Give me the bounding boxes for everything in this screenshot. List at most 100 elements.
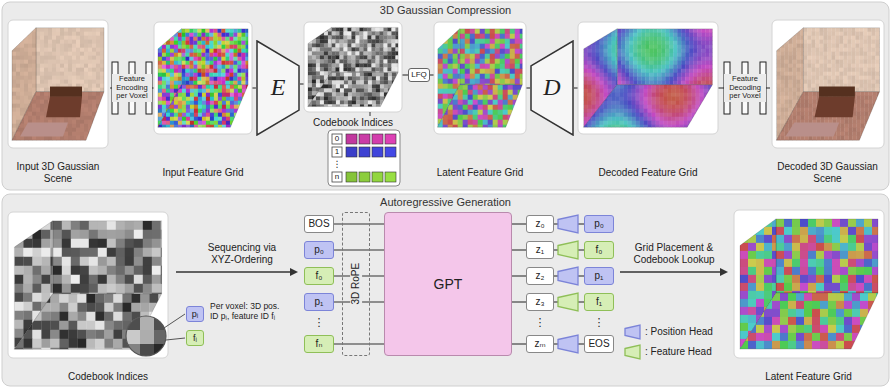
voxel-cell bbox=[221, 65, 225, 69]
voxel-cell bbox=[162, 85, 166, 89]
voxel-cell bbox=[32, 36, 36, 40]
voxel-cell bbox=[20, 60, 24, 64]
voxel-cell bbox=[363, 43, 367, 47]
voxel-cell bbox=[40, 56, 44, 60]
voxel-cell bbox=[76, 136, 80, 140]
voxel-cell bbox=[343, 71, 347, 75]
voxel-cell bbox=[217, 77, 221, 81]
voxel-cell bbox=[76, 72, 80, 76]
voxel-cell bbox=[64, 68, 68, 72]
voxel-cell bbox=[92, 64, 96, 68]
voxel-cell bbox=[344, 84, 348, 88]
voxel-cell bbox=[16, 84, 20, 88]
voxel-cell bbox=[197, 53, 201, 57]
voxel-cell bbox=[48, 32, 52, 36]
voxel-cell bbox=[197, 57, 201, 61]
voxel-cell bbox=[170, 77, 174, 81]
voxel-cell bbox=[189, 33, 193, 37]
voxel-cell bbox=[328, 84, 332, 88]
voxel-cell bbox=[246, 97, 250, 101]
voxel-cell bbox=[198, 109, 202, 113]
voxel-cell bbox=[331, 63, 335, 67]
voxel-cell bbox=[312, 80, 316, 84]
voxel-cell bbox=[391, 31, 395, 35]
voxel-cell bbox=[28, 64, 32, 68]
voxel-cell bbox=[308, 59, 312, 63]
voxel-cell bbox=[44, 100, 48, 104]
voxel-cell bbox=[308, 67, 312, 71]
voxel-cell bbox=[363, 35, 367, 39]
voxel-cell bbox=[52, 48, 56, 52]
voxel-cell bbox=[396, 88, 400, 92]
voxel-cell bbox=[40, 84, 44, 88]
voxel-cell bbox=[92, 132, 96, 136]
voxel-cell bbox=[20, 44, 24, 48]
voxel-cell bbox=[387, 59, 391, 63]
voxel-cell bbox=[368, 88, 372, 92]
voxel-cell bbox=[217, 37, 221, 41]
voxel-cell bbox=[16, 120, 20, 124]
voxel-cell bbox=[230, 101, 234, 105]
voxel-cell bbox=[225, 33, 229, 37]
voxel-cell bbox=[80, 44, 84, 48]
voxel-cell bbox=[20, 52, 24, 56]
connector bbox=[512, 301, 526, 302]
voxel-cell bbox=[335, 27, 339, 31]
voxel-cell bbox=[351, 27, 355, 31]
voxel-cell bbox=[336, 88, 340, 92]
voxel-cell bbox=[80, 28, 84, 32]
voxel-cell bbox=[332, 88, 336, 92]
voxel-cell bbox=[24, 40, 28, 44]
voxel-cell bbox=[206, 105, 210, 109]
voxel-cell bbox=[174, 105, 178, 109]
voxel-cell bbox=[28, 80, 32, 84]
voxel-cell bbox=[166, 93, 170, 97]
voxel-cell bbox=[68, 128, 72, 132]
room-edge bbox=[158, 29, 182, 128]
voxel-cell bbox=[500, 29, 505, 34]
voxel-cell bbox=[92, 52, 96, 56]
voxel-cell bbox=[16, 96, 20, 100]
voxel-cell bbox=[210, 125, 214, 129]
voxel-cell bbox=[84, 124, 88, 128]
voxel-cell bbox=[178, 101, 182, 105]
voxel-cell bbox=[364, 80, 368, 84]
voxel-cell bbox=[20, 104, 24, 108]
voxel-cell bbox=[375, 27, 379, 31]
voxel-cell bbox=[36, 108, 40, 112]
voxel-cell bbox=[230, 93, 234, 97]
voxel-cell bbox=[36, 32, 40, 36]
voxel-cell bbox=[32, 84, 36, 88]
voxel-cell bbox=[316, 71, 320, 75]
voxel-cell bbox=[324, 43, 328, 47]
voxel-cell bbox=[316, 83, 320, 87]
voxel-cell bbox=[226, 101, 230, 105]
voxel-cell bbox=[245, 77, 249, 81]
voxel-cell bbox=[360, 96, 364, 100]
voxel-cell bbox=[20, 92, 24, 96]
voxel-cell bbox=[217, 57, 221, 61]
voxel-cell bbox=[162, 109, 166, 113]
voxel-cell bbox=[64, 56, 68, 60]
image-frame bbox=[8, 20, 108, 148]
voxel-cell bbox=[234, 93, 238, 97]
room-face bbox=[308, 27, 332, 107]
voxel-cell bbox=[241, 69, 245, 73]
voxel-cell bbox=[20, 112, 24, 116]
voxel-cell bbox=[48, 48, 52, 52]
voxel-cell bbox=[392, 100, 396, 104]
panel-background bbox=[2, 2, 889, 190]
voxel-cell bbox=[371, 27, 375, 31]
voxel-cell bbox=[360, 88, 364, 92]
voxel-cell bbox=[245, 37, 249, 41]
voxel-cell bbox=[388, 80, 392, 84]
voxel-cell bbox=[226, 89, 230, 93]
voxel-cell bbox=[92, 136, 96, 140]
voxel-cell bbox=[185, 61, 189, 65]
voxel-cell bbox=[371, 59, 375, 63]
voxel-cell bbox=[351, 31, 355, 35]
voxel-cell bbox=[201, 41, 205, 45]
voxel-cell bbox=[40, 44, 44, 48]
voxel-cell bbox=[347, 67, 351, 71]
voxel-cell bbox=[84, 76, 88, 80]
